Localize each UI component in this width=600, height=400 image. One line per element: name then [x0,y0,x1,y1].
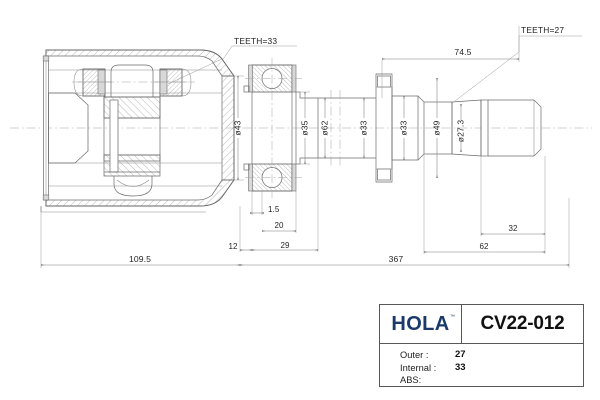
spec-row-internal: Internal : 33 [400,362,583,375]
dim-74-5: 74.5 [454,47,471,57]
bearing-assembly [243,58,302,198]
dim-109-5: 109.5 [129,254,151,264]
diameter-dimensions: ø43 ø35 ø62 ø33 ø33 ø49 [232,75,465,181]
brand-logo-text: HOLA [391,313,450,335]
spec-label-abs: ABS: [400,375,422,385]
dim-d35: ø35 [299,120,309,135]
dim-d33-b: ø33 [398,120,408,135]
spec-row-outer: Outer : 27 [400,349,583,362]
dim-29: 29 [280,241,290,250]
dim-d43: ø43 [232,120,242,135]
housing-assembly [40,45,297,213]
linear-dimensions: 74.5 1.5 20 12 29 109.5 3 [40,26,570,268]
housing-ball-lower [153,68,192,97]
teeth-outer-label: TEETH=27 [521,25,564,35]
dim-62: 62 [479,242,489,251]
spec-list: Outer : 27 Internal : 33 ABS: [380,344,583,387]
dim-20: 20 [274,221,284,230]
part-number-text: CV22-012 [480,313,565,334]
title-block-header: HOLA ™ CV22-012 [380,305,583,344]
dim-d62: ø62 [319,120,329,135]
dim-d49: ø49 [431,120,441,135]
trademark-icon: ™ [450,314,455,320]
dim-d27-3: ø27.3 [455,120,465,143]
dim-32: 32 [508,224,518,233]
dim-12: 12 [228,242,238,251]
dim-d33-a: ø33 [358,120,368,135]
spec-row-abs: ABS: [400,374,583,387]
teeth-internal-label: TEETH=33 [234,36,277,46]
spec-label-internal: Internal : [400,362,437,373]
brand-cell: HOLA ™ [380,305,462,343]
housing-ball-upper [73,68,112,97]
part-number-cell: CV22-012 [462,305,583,343]
spec-label-outer: Outer : [400,350,429,360]
teeth-callouts: TEETH=33 TEETH=27 [234,25,582,102]
spec-value-internal: 33 [455,361,466,373]
dim-1-5: 1.5 [268,205,280,214]
dim-367: 367 [389,254,404,264]
spec-value-outer: 27 [455,349,466,360]
title-block: HOLA ™ CV22-012 Outer : 27 Internal : 33… [379,304,584,387]
